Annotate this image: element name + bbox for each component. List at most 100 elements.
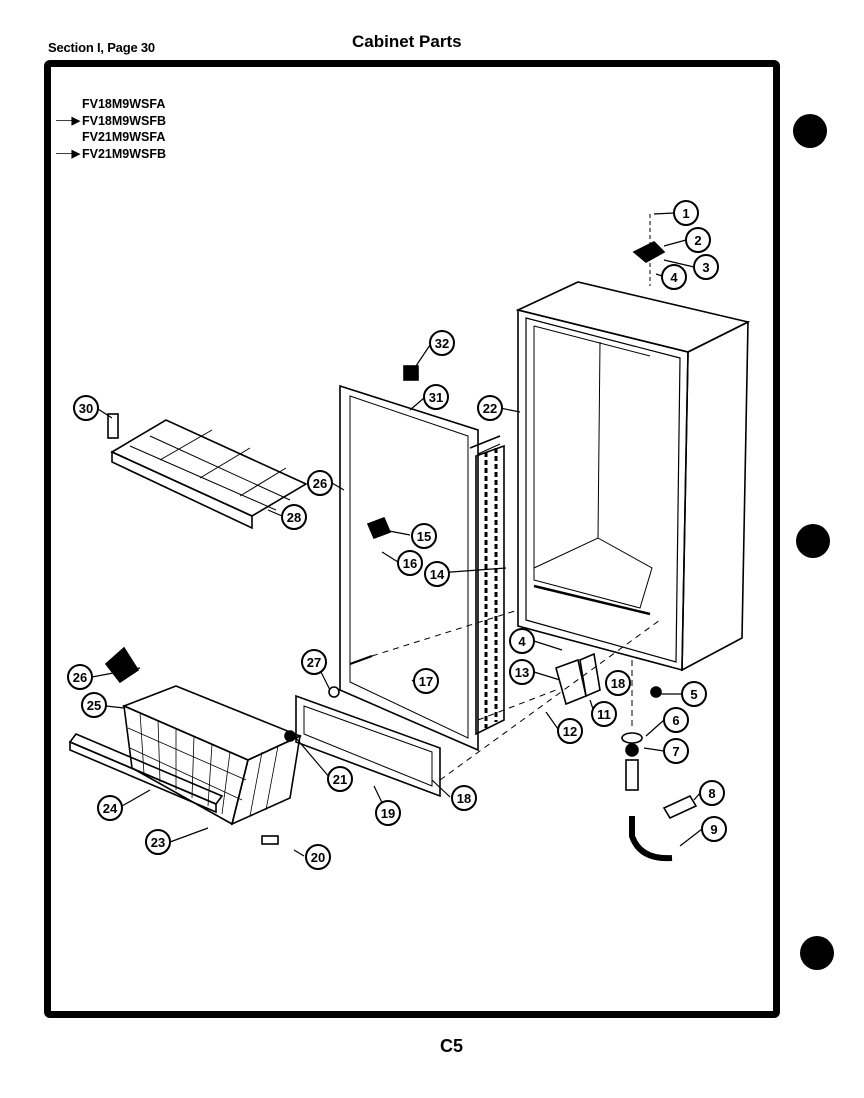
callout-bubble: 22 (477, 395, 503, 421)
callout-bubble: 26 (307, 470, 333, 496)
callout-bubble: 8 (699, 780, 725, 806)
page-title: Cabinet Parts (352, 32, 462, 51)
callout-number: 15 (417, 529, 431, 544)
callout-bubble: 1 (673, 200, 699, 226)
model-code: FV18M9WSFB (82, 113, 167, 128)
callout-number: 20 (311, 850, 325, 865)
callout-number: 13 (515, 665, 529, 680)
callout-bubble: 19 (375, 800, 401, 826)
callout-number: 28 (287, 510, 301, 525)
toe-grille (295, 694, 441, 798)
leveler-part (625, 743, 639, 757)
clip-part (107, 413, 119, 439)
screw-part (328, 686, 340, 698)
callout-bubble: 26 (67, 664, 93, 690)
door-clip-part (366, 516, 392, 540)
callout-number: 5 (690, 687, 697, 702)
callout-bubble: 15 (411, 523, 437, 549)
diagram-frame (44, 60, 780, 1018)
callout-number: 26 (313, 476, 327, 491)
callout-number: 25 (87, 698, 101, 713)
callout-number: 18 (457, 791, 471, 806)
callout-number: 18 (611, 676, 625, 691)
callout-number: 4 (518, 634, 526, 649)
top-hinge (632, 214, 666, 286)
callout-bubble: 12 (557, 718, 583, 744)
callout-number: 14 (430, 567, 445, 582)
callout-number: 26 (73, 670, 87, 685)
callout-bubble: 23 (145, 829, 171, 855)
callout-bubble: 11 (591, 701, 617, 727)
callout-number: 1 (682, 206, 689, 221)
page-code: C5 (440, 1036, 464, 1056)
callout-bubble: 9 (701, 816, 727, 842)
callout-bubble: 28 (281, 504, 307, 530)
callout-bubble: 20 (305, 844, 331, 870)
model-row: FV21M9WSFA (56, 129, 166, 146)
callout-number: 24 (103, 801, 118, 816)
callout-bubble: 4 (661, 264, 687, 290)
callout-number: 17 (419, 674, 433, 689)
callout-bubble: 31 (423, 384, 449, 410)
callout-number: 7 (672, 744, 679, 759)
model-arrow-icon: ──▶ (56, 147, 81, 160)
knob-part (403, 365, 419, 381)
callout-number: 12 (563, 724, 577, 739)
callout-bubble: 24 (97, 795, 123, 821)
model-list: FV18M9WSFA ──▶FV18M9WSFB FV21M9WSFA ──▶F… (56, 96, 166, 162)
callout-number: 4 (670, 270, 678, 285)
leveling-assembly (621, 660, 698, 862)
callout-bubble: 21 (327, 766, 353, 792)
callout-bubble: 3 (693, 254, 719, 280)
model-code: FV18M9WSFA (82, 97, 166, 111)
callout-number: 6 (672, 713, 679, 728)
callout-number: 32 (435, 336, 449, 351)
callout-bubble: 17 (413, 668, 439, 694)
door-panel (339, 384, 505, 752)
callout-bubble: 6 (663, 707, 689, 733)
callout-bubble: 27 (301, 649, 327, 675)
model-code: FV21M9WSFA (82, 130, 166, 144)
door-shelf (110, 419, 308, 530)
callout-bubble: 2 (685, 227, 711, 253)
wire-basket (121, 685, 303, 826)
bottom-hinge (555, 652, 601, 706)
callout-number: 31 (429, 390, 443, 405)
callout-bubble: 25 (81, 692, 107, 718)
callout-bubble: 32 (429, 330, 455, 356)
callout-number: 2 (694, 233, 701, 248)
callout-bubble: 4 (509, 628, 535, 654)
callout-number: 23 (151, 835, 165, 850)
callout-number: 9 (710, 822, 717, 837)
callout-number: 3 (702, 260, 709, 275)
model-row: ──▶FV18M9WSFB (56, 113, 166, 130)
bracket-part (104, 646, 140, 684)
clip-part (261, 835, 279, 845)
binder-hole-top (793, 114, 827, 148)
callout-bubble: 14 (424, 561, 450, 587)
model-arrow-icon: ──▶ (56, 114, 81, 127)
section-page-label: Section I, Page 30 (48, 40, 155, 55)
callout-bubble: 5 (681, 681, 707, 707)
callout-number: 22 (483, 401, 497, 416)
basket-front-rail (68, 733, 224, 814)
callout-number: 21 (333, 772, 347, 787)
leveler-part (650, 686, 662, 698)
callout-bubble: 16 (397, 550, 423, 576)
model-row: ──▶FV21M9WSFB (56, 146, 166, 163)
callout-number: 30 (79, 401, 93, 416)
callout-number: 11 (597, 707, 611, 722)
callout-bubble: 13 (509, 659, 535, 685)
binder-hole-bottom (800, 936, 834, 970)
callout-number: 27 (307, 655, 321, 670)
callout-number: 19 (381, 806, 395, 821)
callout-bubble: 18 (451, 785, 477, 811)
callout-bubble: 18 (605, 670, 631, 696)
model-code: FV21M9WSFB (82, 146, 167, 161)
callout-bubble: 30 (73, 395, 99, 421)
callout-bubble: 7 (663, 738, 689, 764)
callout-number: 8 (708, 786, 715, 801)
cabinet-body (515, 281, 751, 672)
model-row: FV18M9WSFA (56, 96, 166, 113)
